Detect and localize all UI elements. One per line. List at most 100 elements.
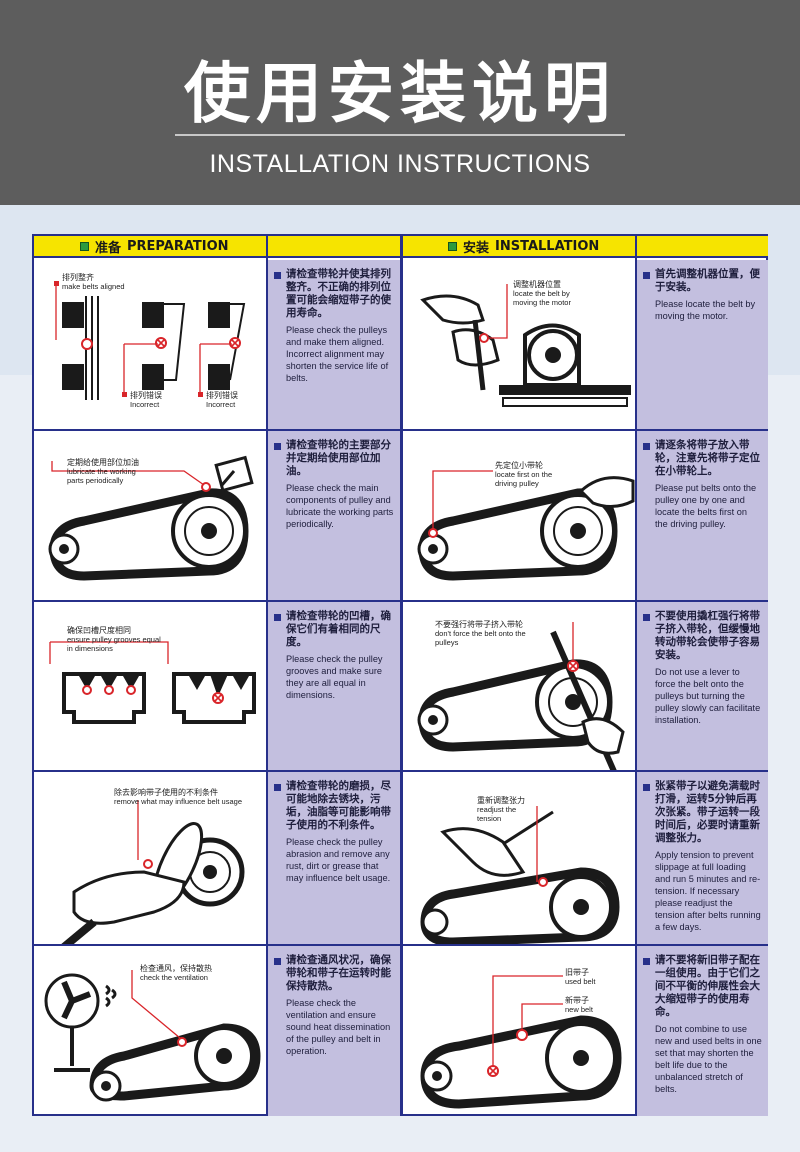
bullet-icon — [643, 272, 650, 279]
installation-step-1-text: 首先调整机器位置，便于安装。 Please locate the belt by… — [637, 260, 768, 429]
step-text-en: Please put belts onto the pulley one by … — [655, 483, 757, 529]
page-header: 使用安装说明 INSTALLATION INSTRUCTIONS — [0, 0, 800, 205]
step-text-cn: 首先调整机器位置，便于安装。 — [655, 268, 760, 293]
step-text-cn: 张紧带子以避免满载时打滑，运转5分钟后再次张紧。带子运转一段时间后，必要时请重新… — [655, 780, 760, 844]
label-cn: 确保凹槽尺度相同 — [67, 626, 131, 635]
step-text-en: Please locate the belt by moving the mot… — [655, 299, 756, 321]
label-cn: 先定位小带轮 — [495, 461, 543, 470]
label-en: readjust the tension — [477, 805, 517, 823]
label-en: Incorrect — [130, 400, 160, 409]
label-en: don't force the belt onto the pulleys — [435, 629, 526, 647]
step-text-en: Please check the ventilation and ensure … — [286, 998, 391, 1056]
grid-divider — [400, 236, 403, 1114]
step-text-cn: 不要使用撬杠强行将带子挤入带轮，但缓慢地转动带轮会使带子容易安装。 — [655, 610, 760, 661]
preparation-column-header: 准备 PREPARATION — [34, 236, 400, 258]
installation-step-4-text: 张紧带子以避免满载时打滑，运转5分钟后再次张紧。带子运转一段时间后，必要时请重新… — [637, 772, 768, 944]
column-title-cn: 准备 — [95, 240, 122, 256]
step-text-en: Do not combine to use new and used belts… — [655, 1024, 762, 1094]
label-cn: 检查通风，保持散热 — [140, 964, 212, 973]
label-en: new belt — [565, 1005, 593, 1014]
page-subtitle: INSTALLATION INSTRUCTIONS — [209, 150, 591, 178]
bullet-icon — [274, 958, 281, 965]
label-cn: 除去影响带子使用的不利条件 — [114, 788, 218, 797]
label-cn: 排列错误 — [206, 391, 238, 400]
bullet-icon — [643, 784, 650, 791]
square-bullet-icon — [448, 241, 457, 251]
preparation-step-1-text: 请检查带轮并使其排列整齐。不正确的排列位置可能会缩短带子的使用寿命。 Pleas… — [268, 260, 400, 429]
label-cn: 旧带子 — [565, 968, 589, 977]
label-en: Incorrect — [206, 400, 236, 409]
bullet-icon — [643, 958, 650, 965]
label-cn: 调整机器位置 — [513, 280, 561, 289]
installation-step-3-text: 不要使用撬杠强行将带子挤入带轮，但缓慢地转动带轮会使带子容易安装。 Do not… — [637, 602, 768, 770]
step-text-cn: 请检查带轮的主要部分并定期给使用部位加油。 — [286, 439, 391, 477]
step-text-cn: 请检查带轮的磨损，尽可能地除去锈块，污垢，油脂等可能影响带子使用的不利条件。 — [286, 780, 391, 831]
label-cn: 定期给使用部位加油 — [67, 458, 139, 467]
bullet-icon — [643, 614, 650, 621]
step-text-en: Apply tension to prevent slippage at ful… — [655, 850, 761, 932]
column-title-en: INSTALLATION — [495, 238, 600, 254]
label-cn: 排列错误 — [130, 391, 162, 400]
step-text-en: Do not use a lever to force the belt ont… — [655, 667, 761, 725]
bullet-icon — [274, 784, 281, 791]
label-en: ensure pulley grooves equal in dimension… — [67, 635, 161, 653]
installation-step-5-text: 请不要将新旧带子配在一组使用。由于它们之间不平衡的伸展性会大大缩短带子的使用寿命… — [637, 946, 768, 1116]
step-text-cn: 请检查带轮的凹槽，确保它们有着相同的尺度。 — [286, 610, 391, 648]
grid-divider — [266, 236, 268, 1114]
grid-divider — [34, 944, 766, 946]
label-cn: 新带子 — [565, 996, 589, 1005]
label-en: make belts aligned — [62, 282, 125, 291]
instruction-grid: 准备 PREPARATION 安装 INSTALLATION 请检查带轮并使其排… — [32, 234, 768, 1116]
preparation-step-3-text: 请检查带轮的凹槽，确保它们有着相同的尺度。 Please check the p… — [268, 602, 400, 770]
grid-divider — [34, 600, 766, 602]
step-text-en: Please check the pulley grooves and make… — [286, 654, 383, 700]
square-bullet-icon — [80, 241, 89, 251]
page-title: 使用安装说明 — [184, 55, 616, 132]
label-en: lubricate the working parts periodically — [67, 467, 136, 485]
bullet-icon — [643, 443, 650, 450]
bullet-icon — [274, 272, 281, 279]
grid-divider — [34, 429, 766, 431]
label-cn: 不要强行将带子挤入带轮 — [435, 620, 523, 629]
label-cn: 排列整齐 — [62, 273, 94, 282]
step-text-cn: 请不要将新旧带子配在一组使用。由于它们之间不平衡的伸展性会大大缩短带子的使用寿命… — [655, 954, 760, 1018]
installation-column-header: 安装 INSTALLATION — [402, 236, 768, 258]
bullet-icon — [274, 614, 281, 621]
label-en: check the ventilation — [140, 973, 208, 982]
label-en: remove what may influence belt usage — [114, 797, 242, 806]
step-text-en: Please check the pulleys and make them a… — [286, 325, 389, 383]
title-divider — [175, 134, 625, 136]
label-en: used belt — [565, 977, 596, 986]
label-en: locate the belt by moving the motor — [513, 289, 571, 307]
preparation-step-2-text: 请检查带轮的主要部分并定期给使用部位加油。 Please check the m… — [268, 431, 400, 600]
grid-divider — [34, 770, 766, 772]
preparation-step-5-text: 请检查通风状况，确保带轮和带子在运转时能保持散热。 Please check t… — [268, 946, 400, 1116]
label-en: locate first on the driving pulley — [495, 470, 553, 488]
step-text-cn: 请检查带轮并使其排列整齐。不正确的排列位置可能会缩短带子的使用寿命。 — [286, 268, 391, 319]
step-text-cn: 请检查通风状况，确保带轮和带子在运转时能保持散热。 — [286, 954, 391, 992]
preparation-step-4-text: 请检查带轮的磨损，尽可能地除去锈块，污垢，油脂等可能影响带子使用的不利条件。 P… — [268, 772, 400, 944]
column-title-en: PREPARATION — [127, 238, 229, 254]
step-text-cn: 请逐条将带子放入带轮，注意先将带子定位在小带轮上。 — [655, 439, 760, 477]
